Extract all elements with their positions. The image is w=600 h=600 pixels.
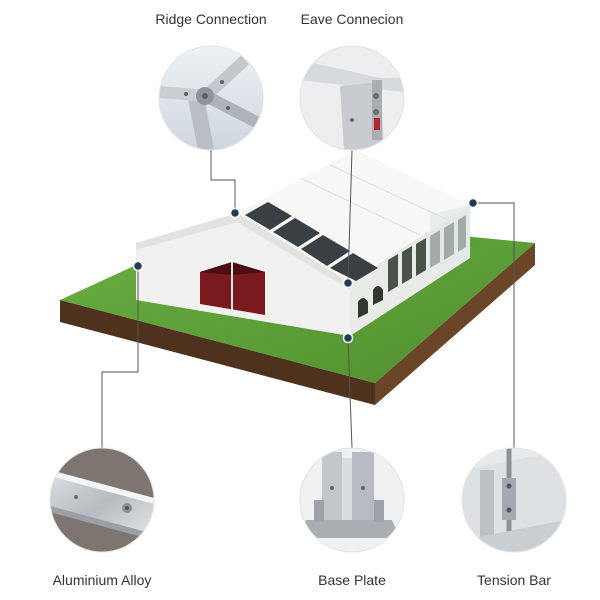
eave-connection-detail-icon <box>300 46 404 150</box>
callout-lines <box>101 149 515 449</box>
aluminium-alloy-label: Aluminium Alloy <box>52 572 152 588</box>
base-plate-detail-icon <box>300 448 404 552</box>
alloy-dot <box>132 260 144 272</box>
callout-dots <box>132 197 479 344</box>
tension-dot <box>467 197 479 209</box>
ridge-connection-label: Ridge Connection <box>155 11 267 27</box>
base-plate-label: Base Plate <box>318 572 386 588</box>
eave-connection-label: Eave Connecion <box>300 11 404 27</box>
tent <box>136 150 470 336</box>
eave-dot <box>342 277 354 289</box>
ridge-connection-detail-icon <box>159 46 263 150</box>
tension-bar-detail-icon <box>462 448 566 552</box>
base-dot <box>342 332 354 344</box>
aluminium-profile-detail-icon <box>50 448 154 552</box>
ridge-dot <box>229 207 241 219</box>
tension-bar-label: Tension Bar <box>477 572 551 588</box>
